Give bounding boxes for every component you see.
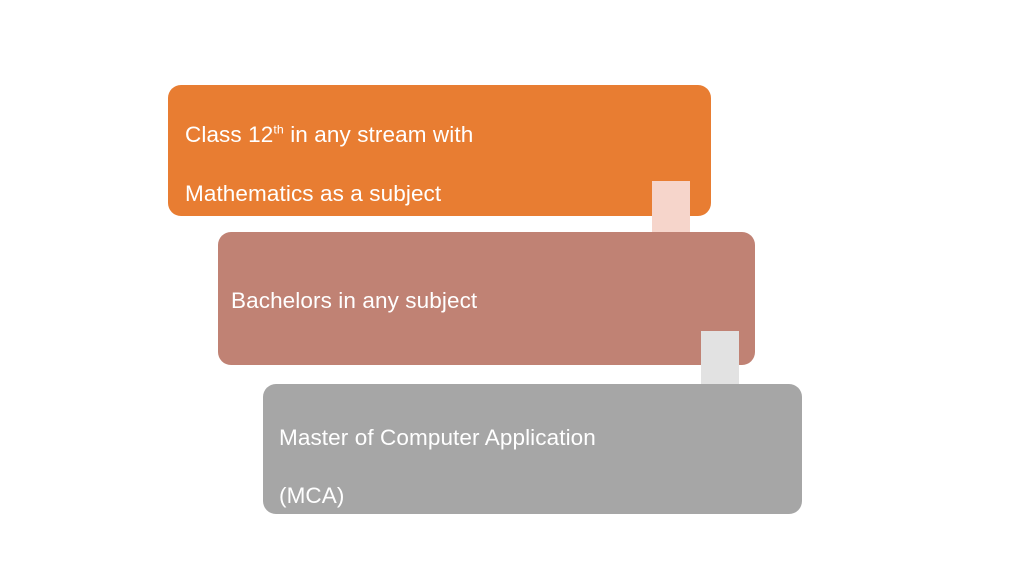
step-1-text-part-2: in any stream with — [283, 122, 474, 148]
process-step-2-box[interactable]: Bachelors in any subject — [218, 232, 755, 365]
process-step-1-label: Class 12th in any stream with Mathematic… — [168, 91, 473, 210]
step-3-text-line-2: (MCA) — [279, 483, 345, 509]
step-1-text-part-1: Class 12 — [185, 122, 274, 148]
process-step-2-label: Bachelors in any subject — [231, 287, 478, 313]
step-3-text-line-1: Master of Computer Application — [279, 424, 596, 450]
process-step-3-box[interactable]: Master of Computer Application (MCA) — [263, 384, 802, 514]
step-1-text-line-2: Mathematics as a subject — [185, 180, 442, 206]
process-step-3-label: Master of Computer Application (MCA) — [263, 388, 596, 511]
step-1-superscript: th — [273, 122, 284, 137]
process-step-1-box[interactable]: Class 12th in any stream with Mathematic… — [168, 85, 711, 216]
